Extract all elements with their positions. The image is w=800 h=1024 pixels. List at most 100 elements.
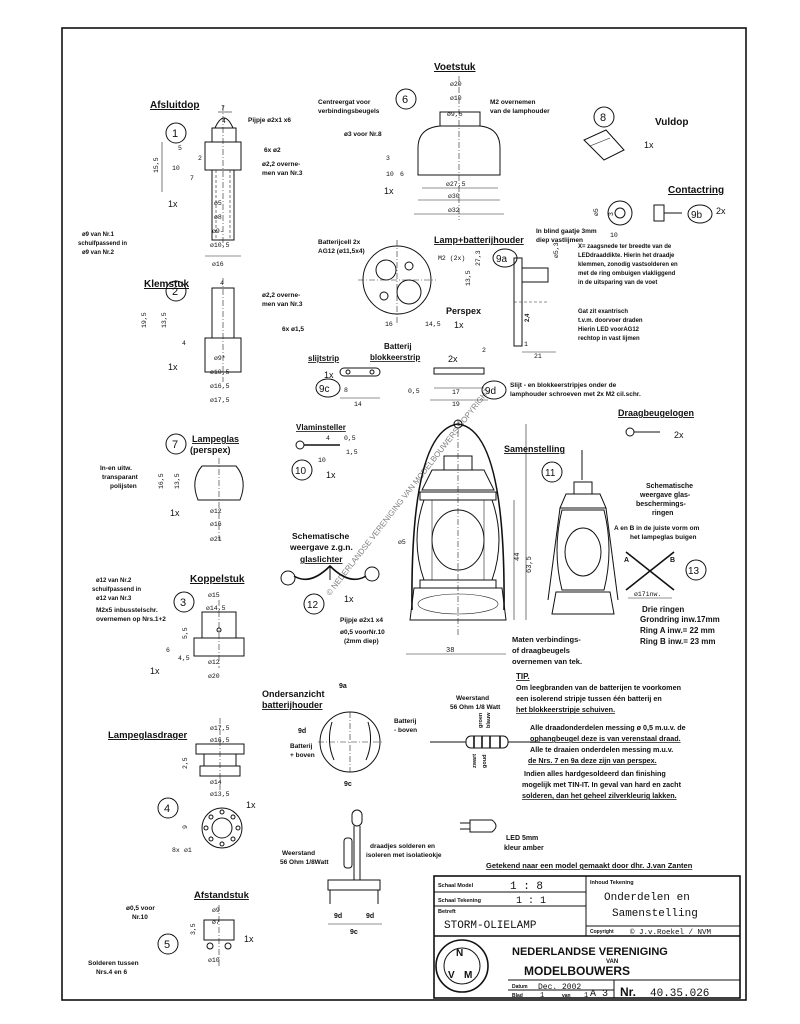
- tips-line-8: Indien alles hardgesoldeerd dan finishin…: [524, 769, 666, 778]
- part-4-dim-d165: ø16,5: [210, 737, 230, 744]
- tips-line-4: Alle draadonderdelen messing ø 0,5 m.u.v…: [530, 723, 686, 732]
- part-5-dim-d10: ø10: [208, 957, 220, 964]
- wiring-label-ohm: 56 Ohm 1/8Watt: [280, 859, 329, 866]
- nvm-logo-letter-n: N: [456, 948, 463, 959]
- part-9d-qty: 2x: [448, 354, 458, 364]
- part-3-dim-6: 6: [166, 647, 170, 654]
- bottom-view-title2: batterijhouder: [262, 700, 323, 710]
- part-1-side-note-a: ø9 van Nr.1: [82, 232, 115, 238]
- inhoud-line-2: Samenstelling: [612, 908, 698, 920]
- part-9a-dim-16: 16: [385, 321, 393, 328]
- datum-label: Datum: [512, 984, 528, 990]
- part-3-dim-55: 5,5: [182, 627, 189, 639]
- part-7-note-c: polijsten: [110, 483, 137, 490]
- part-1-note-a: ø2,2 overne-: [262, 161, 300, 168]
- part-1-dim-d105: ø10,5: [210, 242, 230, 249]
- part-7-dim-135: 13,5: [174, 473, 181, 489]
- led-label: LED 5mm: [506, 835, 538, 842]
- copyright-label: Copyright: [590, 929, 614, 935]
- title-block: Schaal Model 1 : 8 Schaal Tekening 1 : 1…: [433, 875, 741, 1000]
- nr-value: 40.35.026: [650, 988, 709, 1000]
- part-11-dim-44: 44: [514, 553, 522, 561]
- part-6-note-a: Centreergat voor: [318, 99, 371, 106]
- nr-label: Nr.: [620, 985, 636, 999]
- part-10-dim-4: 4: [326, 435, 330, 442]
- part-2-number: 2: [172, 286, 178, 298]
- part-9a-note-blind-a: In blind gaatje 3mm: [536, 228, 597, 235]
- part-9d-dim-2: 2: [482, 347, 486, 354]
- part-4-title: Lampeglasdrager: [108, 730, 187, 741]
- part-11-samenstelling: Samenstelling 11 ø5 44 63,5 38 Maten ver…: [398, 419, 619, 666]
- part-12-title-a: Schematische: [292, 531, 349, 541]
- tips-line-2: een isolerend stripje tussen één batteri…: [516, 694, 662, 703]
- part-8-qty: 1x: [644, 140, 654, 150]
- part-9d-label: 9d: [485, 386, 496, 397]
- format-value: A 3: [590, 989, 608, 1000]
- resistor-band-1: groen: [478, 712, 484, 728]
- resistor-detail: Weerstand 56 Ohm 1/8 Watt groen blauw zw…: [430, 695, 540, 768]
- part-9a-dim-21: 21: [534, 353, 542, 360]
- part-1-note-pipe: Pijpje ø2x1 x6: [248, 117, 291, 124]
- wiring-label-9c: 9c: [350, 929, 358, 936]
- part-1-side-note-c: ø9 van Nr.2: [82, 250, 115, 256]
- part-6-dim-d10: ø10: [450, 95, 462, 102]
- part-9b-label: 9b: [691, 210, 703, 221]
- part-5-dim-d9: ø9: [212, 907, 220, 914]
- part-1-dim-155: 15,5: [153, 157, 160, 173]
- part-10-dim-05: 0,5: [344, 435, 356, 442]
- part-4-dim-8x: 8x: [172, 847, 180, 854]
- part-13-note-10: Ring B inw.= 23 mm: [640, 637, 716, 646]
- part-2-title: Klemstuk: [144, 279, 189, 290]
- schaal-model-value: 1 : 8: [510, 881, 543, 893]
- part-11-dim-38: 38: [446, 647, 454, 655]
- part-8-vuldop: 8 Vuldop 1x: [583, 106, 689, 161]
- part-11-number: 11: [545, 468, 556, 479]
- part-9b-dim-10: 10: [610, 232, 618, 239]
- part-6-dim-d275: ø27,5: [446, 181, 466, 188]
- resistor-band-3: zwart: [472, 754, 478, 768]
- part-2-dim-195: 19,5: [141, 312, 148, 328]
- part-9a-qty: 1x: [454, 320, 464, 330]
- betreft-label: Betreft: [438, 909, 456, 915]
- part-13-note-8: Grondring inw.17mm: [640, 615, 720, 624]
- part-11-dim-635: 63,5: [526, 556, 534, 573]
- part-11-title: Samenstelling: [504, 444, 565, 454]
- part-2-note-b: men van Nr.3: [262, 301, 303, 308]
- bottom-view-label-bat2b: - boven: [394, 727, 417, 734]
- resistor-title: Weerstand: [456, 695, 489, 702]
- bottom-view-label-bat1b: + boven: [290, 752, 315, 759]
- copyright-value: © J.v.Roekel / NVM: [630, 928, 712, 937]
- bottom-view-label-bat2: Batterij: [394, 718, 417, 725]
- part-3-dim-d12: ø12: [208, 659, 220, 666]
- part-3-dim-d20: ø20: [208, 673, 220, 680]
- bottom-view-label-9a: 9a: [339, 683, 347, 690]
- part-9c-qty: 1x: [324, 370, 334, 380]
- part-13-note-1: Schematische: [646, 483, 693, 490]
- part-6-note-d: van de lamphouder: [490, 108, 550, 115]
- part-2-dim-4: 4: [220, 280, 224, 287]
- part-1-note-b: men van Nr.3: [262, 170, 303, 177]
- part-6-dim-d32: ø32: [448, 207, 460, 214]
- wiring-label-a: draadjes solderen en: [370, 843, 435, 850]
- part-13-title: Draagbeugelogen: [618, 408, 694, 418]
- nvm-logo-letter-v: V: [448, 970, 455, 981]
- tips-line-6: Alle te draaien onderdelen messing m.u.v…: [530, 745, 673, 754]
- part-2-note-a: ø2,2 overne-: [262, 292, 300, 299]
- part-13-label-a: A: [624, 557, 629, 564]
- part-1-title: Afsluitdop: [150, 100, 199, 111]
- part-9c-label: 9c: [319, 384, 330, 395]
- part-9c-dim-05: 0,5: [408, 388, 420, 395]
- part-9a-note-x1: X= zaagsnede ter breedte van de: [578, 244, 672, 250]
- part-5-number: 5: [164, 939, 170, 951]
- part-5-afstandstuk: Afstandstuk ø0,5 voor Nr.10 ø9 ø7 3,5 ø1…: [88, 890, 254, 976]
- part-1-dim-5: 5: [178, 145, 182, 152]
- wiring-label-9d-a: 9d: [334, 913, 342, 920]
- part-1-qty: 1x: [168, 199, 178, 209]
- part-9d-dim-17: 17: [452, 389, 460, 396]
- part-9b-dim-3: 3: [608, 212, 615, 216]
- part-2-dim-d175: ø17,5: [210, 397, 230, 404]
- part-1-dim-top: 7: [221, 105, 225, 112]
- part-10-dim-15: 1,5: [346, 449, 358, 456]
- part-1-number: 1: [172, 128, 178, 140]
- part-5-title: Afstandstuk: [194, 890, 250, 901]
